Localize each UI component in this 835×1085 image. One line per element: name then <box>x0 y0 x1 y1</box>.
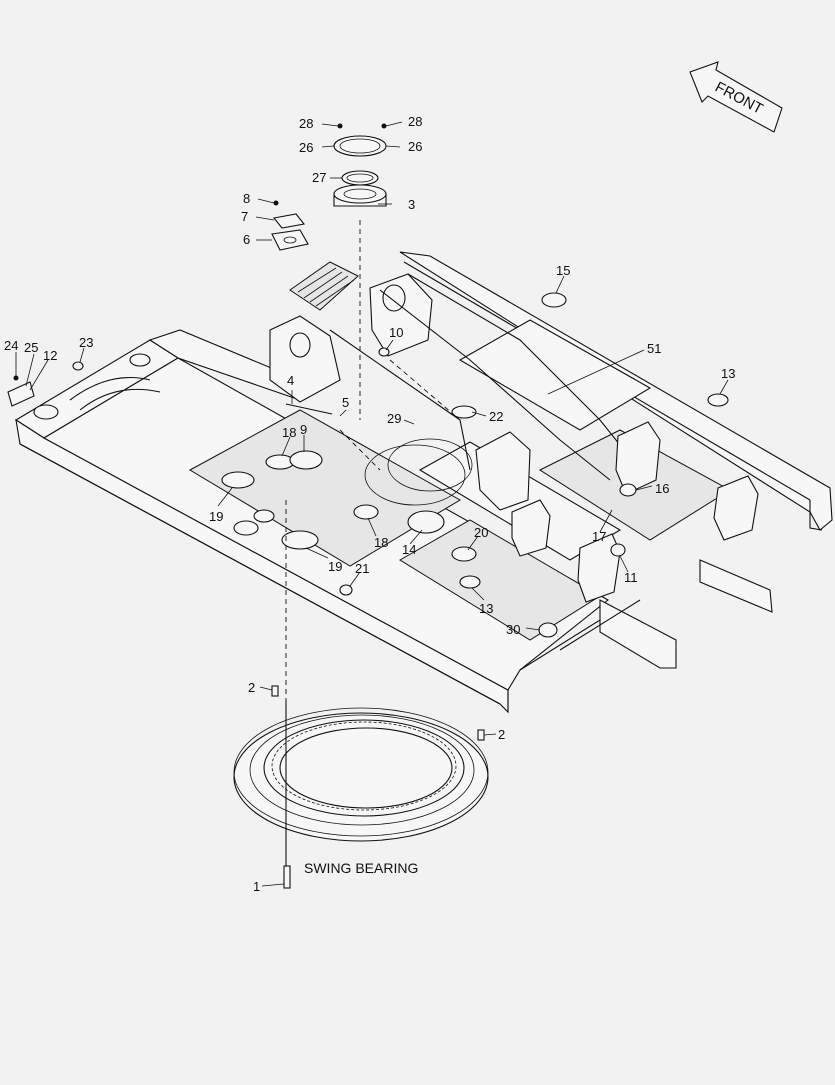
callout-9: 9 <box>300 422 307 437</box>
callout-51: 51 <box>647 341 661 356</box>
callout-14: 14 <box>402 542 416 557</box>
callout-28-right: 28 <box>408 114 422 129</box>
callout-13-low: 13 <box>479 601 493 616</box>
callout-25: 25 <box>24 340 38 355</box>
callout-4: 4 <box>287 373 294 388</box>
callout-2-right: 2 <box>498 727 505 742</box>
callout-15: 15 <box>556 263 570 278</box>
callout-18-mid: 18 <box>374 535 388 550</box>
callout-5: 5 <box>342 395 349 410</box>
callout-20: 20 <box>474 525 488 540</box>
callout-1: 1 <box>253 879 260 894</box>
callout-10: 10 <box>389 325 403 340</box>
cover-assembly <box>333 123 387 207</box>
leader-lines <box>15 121 729 887</box>
callout-8: 8 <box>243 191 250 206</box>
callout-30: 30 <box>506 622 520 637</box>
callout-2-left: 2 <box>248 680 255 695</box>
callout-3: 3 <box>408 197 415 212</box>
callout-22: 22 <box>489 409 503 424</box>
callout-13-top: 13 <box>721 366 735 381</box>
callout-18-top: 18 <box>282 425 296 440</box>
callout-11: 11 <box>624 570 638 585</box>
upper-frame <box>14 251 833 714</box>
dashed-alignment-lines <box>285 220 461 700</box>
callout-17: 17 <box>592 529 606 544</box>
front-direction-arrow: FRONT <box>689 61 783 133</box>
plate-assembly <box>271 200 309 251</box>
callout-23: 23 <box>79 335 93 350</box>
callout-21: 21 <box>355 561 369 576</box>
callout-26-left: 26 <box>299 140 313 155</box>
callout-labels: 28 28 26 26 27 3 8 7 6 15 10 51 13 24 25… <box>4 114 735 894</box>
callout-7: 7 <box>241 209 248 224</box>
callout-12: 12 <box>43 348 57 363</box>
swing-bearing-caption: SWING BEARING <box>304 860 418 876</box>
callout-29: 29 <box>387 411 401 426</box>
callout-19-mid: 19 <box>328 559 342 574</box>
callout-19-left: 19 <box>209 509 223 524</box>
callout-27: 27 <box>312 170 326 185</box>
swing-bearing <box>233 685 489 889</box>
callout-26-right: 26 <box>408 139 422 154</box>
callout-24: 24 <box>4 338 18 353</box>
seals <box>7 292 729 638</box>
callout-28-left: 28 <box>299 116 313 131</box>
callout-6: 6 <box>243 232 250 247</box>
callout-16: 16 <box>655 481 669 496</box>
